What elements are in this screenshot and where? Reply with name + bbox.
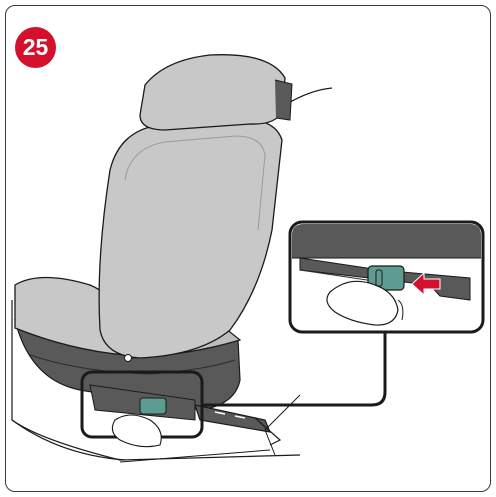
isofix-release-button-icon (140, 398, 166, 414)
seat-backrest (99, 120, 282, 362)
detail-callout-source (82, 372, 202, 447)
seat-headrest (140, 55, 292, 130)
zoomed-detail-box (290, 222, 483, 332)
step-number-badge: 25 (15, 27, 56, 68)
